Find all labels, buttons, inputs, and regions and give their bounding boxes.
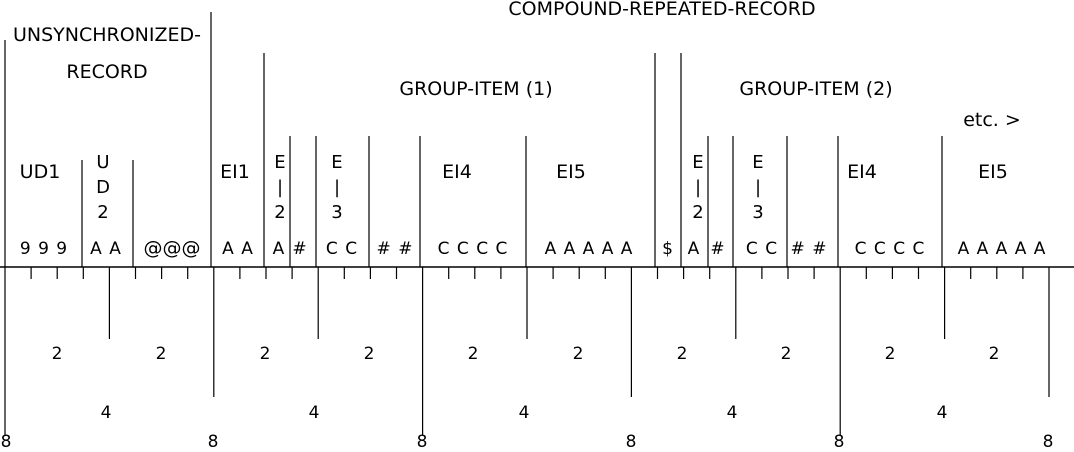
field-ud2-char: U [96, 152, 110, 173]
compound-repeated-record-title: COMPOUND-REPEATED-RECORD [508, 0, 816, 20]
unsynchronized-record-title-line2: RECORD [66, 61, 148, 83]
scale-4-label: 4 [936, 403, 948, 423]
code-dollar: $ [662, 239, 674, 259]
field-group1-e3-char: 3 [331, 202, 343, 223]
field-group1-e2: E | 2 [274, 150, 285, 225]
scale-2-label: 2 [51, 344, 63, 364]
field-group2-e3-char: E [752, 152, 764, 173]
code-group2-mark2: # # [790, 239, 828, 259]
code-group1-e3: C C [325, 239, 359, 259]
code-pad: @@@ [143, 237, 201, 259]
etc-continuation-label: etc. > [963, 109, 1021, 131]
scale-8-label: 8 [625, 432, 637, 452]
field-group1-e2-char: 2 [274, 202, 286, 223]
code-group1-e2: A [272, 239, 286, 259]
field-group2-e3-char: 3 [752, 202, 764, 223]
code-group2-ei4: C C C C [854, 239, 926, 259]
scale-4-label: 4 [726, 403, 738, 423]
scale-2-label: 2 [572, 344, 584, 364]
field-group2-e2: E | 2 [692, 150, 703, 225]
field-group1-ei4: EI4 [442, 161, 472, 183]
code-ei1: A A [222, 239, 254, 259]
field-group1-e2-char: E [274, 152, 286, 173]
field-group2-ei4: EI4 [847, 161, 877, 183]
field-ud2-char: D [96, 177, 110, 198]
scale-2-label: 2 [363, 344, 375, 364]
field-group1-e2-char: | [276, 177, 284, 198]
scale-2-label: 2 [780, 344, 792, 364]
scale-8-label: 8 [1042, 432, 1054, 452]
unsynchronized-record-title-line1: UNSYNCHRONIZED- [12, 24, 202, 46]
code-group2-e3: C C [745, 239, 779, 259]
group-item-2-title: GROUP-ITEM (2) [739, 78, 893, 100]
code-group2-mark1: # [710, 239, 726, 259]
code-ud2: A A [90, 239, 122, 259]
code-ud1: 9 9 9 [19, 239, 69, 259]
code-group1-ei5: A A A A A [544, 239, 634, 259]
scale-8-label: 8 [416, 432, 428, 452]
code-group1-mark1: # [292, 239, 308, 259]
scale-8-label: 8 [833, 432, 845, 452]
field-group1-e3: E | 3 [331, 150, 342, 225]
scale-2-label: 2 [155, 344, 167, 364]
field-group2-e3: E | 3 [752, 150, 763, 225]
field-group2-e3-char: | [754, 177, 762, 198]
code-group1-mark2: # # [376, 239, 414, 259]
field-group1-e3-char: E [331, 152, 343, 173]
scale-8-label: 8 [0, 432, 12, 452]
code-group2-ei5: A A A A A [957, 239, 1047, 259]
scale-8-label: 8 [207, 432, 219, 452]
field-ud2: U D 2 [96, 150, 110, 225]
code-group2-e2: A [687, 239, 701, 259]
scale-2-label: 2 [259, 344, 271, 364]
field-group1-ei5: EI5 [556, 161, 586, 183]
field-group1-e3-char: | [333, 177, 341, 198]
scale-4-label: 4 [308, 403, 320, 423]
field-group2-e2-char: E [692, 152, 704, 173]
scale-2-label: 2 [988, 344, 1000, 364]
scale-2-label: 2 [467, 344, 479, 364]
field-ud2-char: 2 [97, 202, 109, 223]
code-group1-ei4: C C C C [437, 239, 509, 259]
field-group2-e2-char: 2 [692, 202, 704, 223]
field-ei1: EI1 [220, 161, 250, 183]
scale-4-label: 4 [100, 403, 112, 423]
field-group2-ei5: EI5 [978, 161, 1008, 183]
scale-4-label: 4 [518, 403, 530, 423]
scale-2-label: 2 [676, 344, 688, 364]
field-ud1: UD1 [19, 161, 61, 183]
scale-2-label: 2 [884, 344, 896, 364]
field-group2-e2-char: | [694, 177, 702, 198]
group-item-1-title: GROUP-ITEM (1) [399, 78, 553, 100]
